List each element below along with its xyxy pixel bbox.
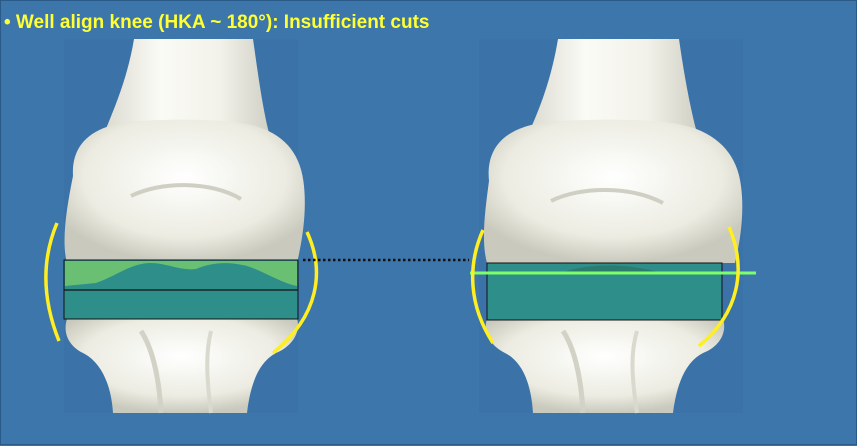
left-femur-condyles xyxy=(65,120,305,263)
left-medial-bracket xyxy=(46,223,59,341)
left-knee-view xyxy=(46,39,316,413)
right-knee-view xyxy=(470,39,756,413)
